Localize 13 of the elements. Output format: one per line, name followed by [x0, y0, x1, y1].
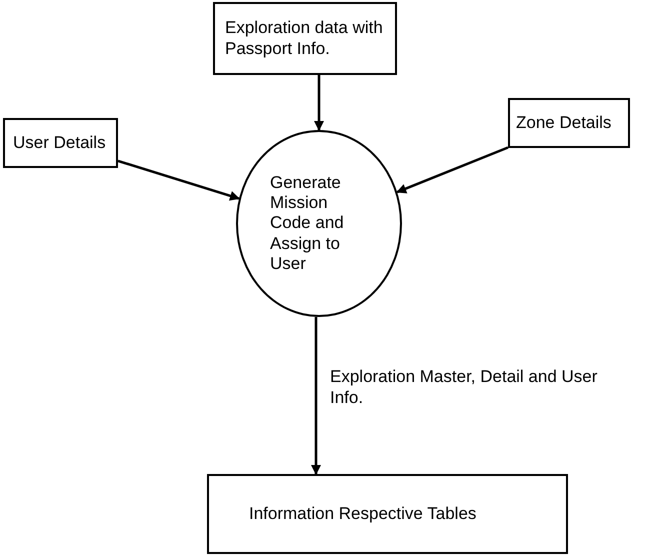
arrow — [311, 316, 321, 475]
node-label: Generate Mission Code and Assign to User — [270, 172, 345, 274]
arrow — [396, 146, 508, 194]
data-box — [213, 2, 397, 75]
data-box — [3, 118, 118, 168]
node-label: User Details — [13, 132, 106, 154]
data-box — [207, 474, 568, 554]
arrow — [118, 160, 240, 201]
node-label: Zone Details — [516, 112, 612, 134]
node-label: Information Respective Tables — [249, 504, 476, 524]
node-label: Exploration data with Passport Info. — [225, 18, 384, 59]
arrow — [314, 75, 324, 131]
data-box — [508, 98, 630, 148]
